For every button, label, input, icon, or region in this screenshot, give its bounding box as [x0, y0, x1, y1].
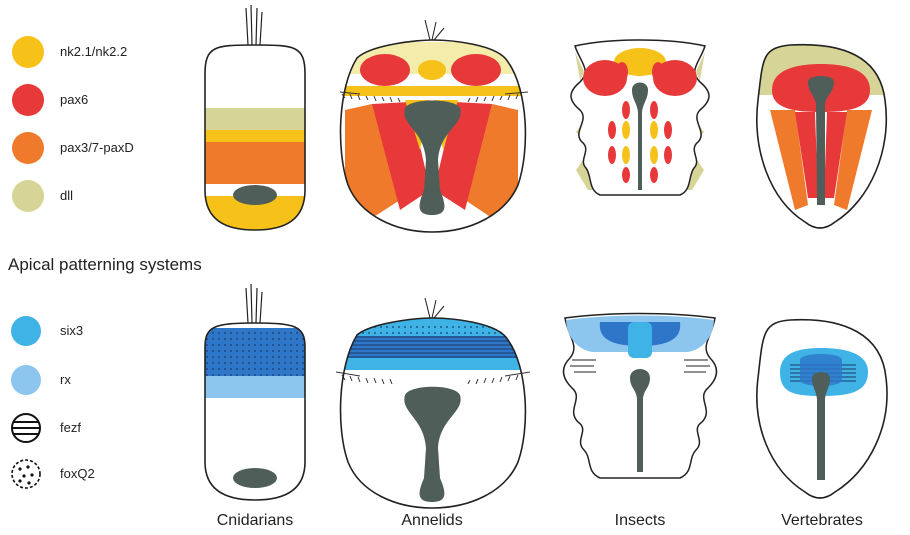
six3-swatch: [11, 316, 41, 346]
gut: [812, 372, 830, 480]
column-label-insects: Insects: [570, 512, 710, 530]
legend-label-nk2: nk2.1/nk2.2: [60, 44, 127, 59]
bottom-vertebrate-embryo: [757, 320, 887, 498]
gut: [404, 387, 460, 502]
fezf-icon: [12, 414, 40, 442]
foxq2-icon: [12, 460, 40, 488]
legend-label-fezf: fezf: [60, 420, 81, 435]
mouth: [233, 468, 277, 488]
column-label-cnidarians: Cnidarians: [185, 512, 325, 530]
top-cnidarian-embryo: [200, 5, 310, 236]
section-heading: Apical patterning systems: [8, 255, 202, 275]
legend-label-foxq2: foxQ2: [60, 466, 95, 481]
dll-swatch: [12, 180, 44, 212]
bottom-annelid-larva: [336, 298, 530, 508]
bottom-cnidarian-embryo: [200, 284, 310, 500]
mouth: [233, 185, 277, 205]
top-annelid-larva: [340, 20, 530, 232]
top-vertebrate-embryo: [750, 40, 890, 228]
bottom-insect-embryo: [563, 314, 716, 479]
top-insect-embryo: [571, 40, 709, 195]
column-label-annelids: Annelids: [362, 512, 502, 530]
legend-label-dll: dll: [60, 188, 73, 203]
column-label-vertebrates: Vertebrates: [752, 512, 892, 530]
legend-label-rx: rx: [60, 372, 71, 387]
pax3-swatch: [12, 132, 44, 164]
cilia-tuft: [246, 5, 262, 45]
legend-label-pax6: pax6: [60, 92, 88, 107]
pax6-swatch: [12, 84, 44, 116]
legend-top: [12, 36, 44, 212]
legend-bottom: [11, 316, 41, 488]
legend-label-pax3: pax3/7-paxD: [60, 140, 134, 155]
rx-swatch: [11, 365, 41, 395]
legend-label-six3: six3: [60, 323, 83, 338]
nk2-swatch: [12, 36, 44, 68]
